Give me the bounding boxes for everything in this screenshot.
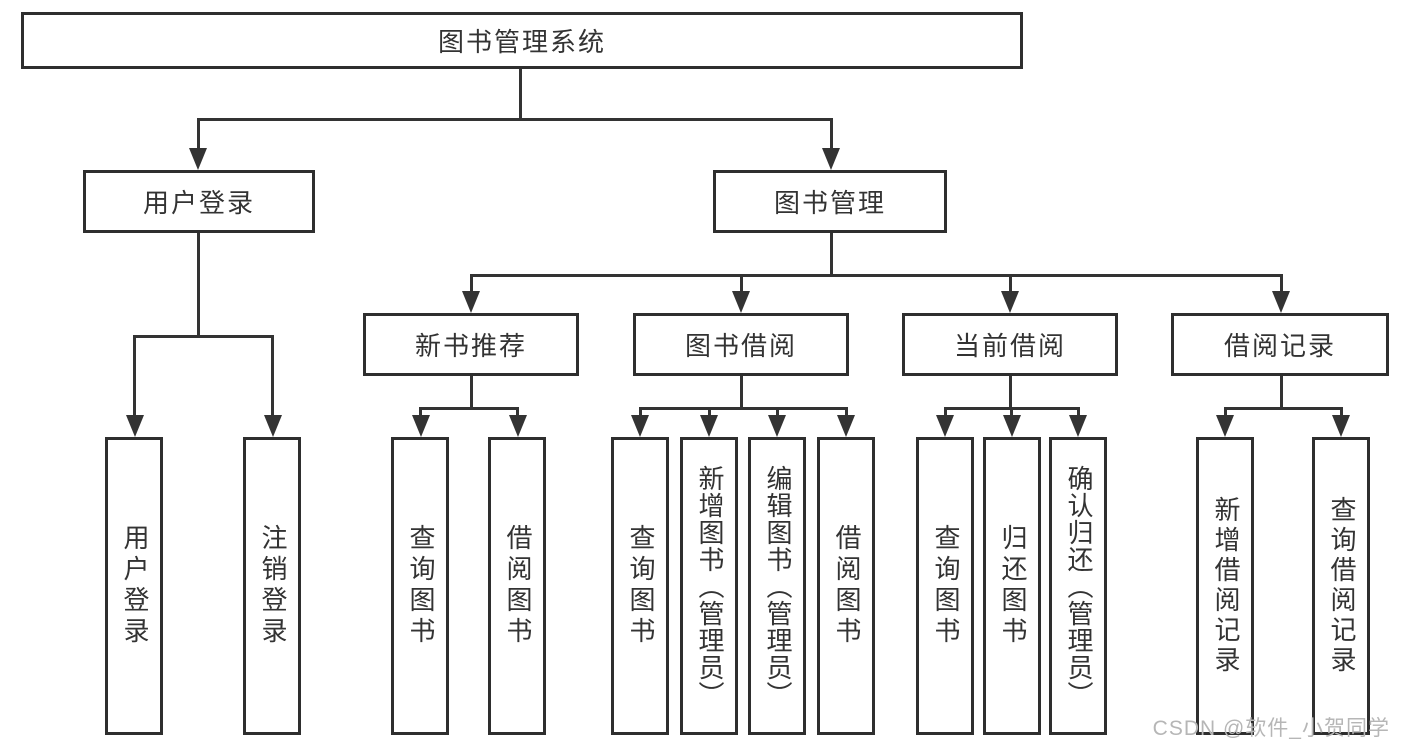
- node-new-book-rec: 新书推荐: [363, 313, 579, 376]
- arrow-down-icon: [837, 415, 855, 437]
- connector-stub-borrow-record: [1280, 274, 1283, 294]
- node-root-label: 图书管理系统: [437, 27, 606, 57]
- arrow-down-icon: [462, 291, 480, 313]
- leaf-nbr-borrow-books: 借阅图书: [488, 437, 546, 735]
- node-borrow-record-label: 借阅记录: [1223, 331, 1336, 361]
- connector-root-drop: [519, 69, 522, 121]
- leaf-bb-borrow-books: 借阅图书: [817, 437, 875, 735]
- node-borrow-record: 借阅记录: [1171, 313, 1389, 376]
- connector-stub: [1077, 407, 1080, 419]
- connector-stub: [845, 407, 848, 419]
- node-book-mgmt: 图书管理: [713, 170, 947, 233]
- arrow-down-icon: [1069, 415, 1087, 437]
- arrow-down-icon: [412, 415, 430, 437]
- arrow-down-icon: [700, 415, 718, 437]
- connector-nbr-spread: [419, 407, 519, 410]
- arrow-down-icon: [1272, 291, 1290, 313]
- connector-br-spread: [1224, 407, 1343, 410]
- node-new-book-rec-label: 新书推荐: [414, 331, 527, 361]
- node-book-borrow: 图书借阅: [633, 313, 849, 376]
- arrow-down-icon: [126, 415, 144, 437]
- leaf-cb-query-books: 查询图书: [916, 437, 974, 735]
- connector-stub: [776, 407, 779, 419]
- connector-stub-leaf-login: [133, 335, 136, 417]
- node-root: 图书管理系统: [21, 12, 1023, 69]
- connector-stub: [708, 407, 711, 419]
- arrow-down-icon: [1001, 291, 1019, 313]
- node-book-mgmt-label: 图书管理: [773, 188, 886, 218]
- connector-user-login-spread: [133, 335, 274, 338]
- connector-cb-drop: [1009, 376, 1012, 409]
- arrow-down-icon: [264, 415, 282, 437]
- arrow-down-icon: [732, 291, 750, 313]
- csdn-watermark: CSDN @软件_小贺同学: [1152, 717, 1390, 740]
- connector-stub-new-book-rec: [470, 274, 473, 294]
- arrow-down-icon: [1003, 415, 1021, 437]
- node-current-borrow: 当前借阅: [902, 313, 1118, 376]
- node-user-login: 用户登录: [83, 170, 315, 233]
- connector-bb-drop: [740, 376, 743, 409]
- connector-stub-current-borrow: [1009, 274, 1012, 294]
- node-current-borrow-label: 当前借阅: [953, 331, 1066, 361]
- arrow-down-icon: [1332, 415, 1350, 437]
- arrow-down-icon: [1216, 415, 1234, 437]
- leaf-user-login: 用户登录: [105, 437, 163, 735]
- arrow-down-icon: [936, 415, 954, 437]
- connector-stub: [419, 407, 422, 419]
- connector-stub-leaf-logout: [271, 335, 274, 417]
- connector-br-drop: [1280, 376, 1283, 409]
- leaf-br-query-record: 查询借阅记录: [1312, 437, 1370, 735]
- connector-stub-book-borrow: [740, 274, 743, 294]
- leaf-logout: 注销登录: [243, 437, 301, 735]
- connector-root-spread: [197, 118, 833, 121]
- arrow-down-icon: [189, 148, 207, 170]
- node-book-borrow-label: 图书借阅: [684, 331, 797, 361]
- arrow-down-icon: [822, 148, 840, 170]
- connector-stub: [639, 407, 642, 419]
- leaf-bb-add-books-admin: 新增图书（管理员）: [680, 437, 738, 735]
- arrow-down-icon: [509, 415, 527, 437]
- leaf-bb-query-books: 查询图书: [611, 437, 669, 735]
- leaf-br-add-record: 新增借阅记录: [1196, 437, 1254, 735]
- arrow-down-icon: [768, 415, 786, 437]
- connector-user-login-drop: [197, 233, 200, 337]
- leaf-nbr-query-books: 查询图书: [391, 437, 449, 735]
- node-user-login-label: 用户登录: [142, 188, 255, 218]
- connector-book-mgmt-drop: [830, 233, 833, 276]
- connector-book-mgmt-spread: [470, 274, 1283, 277]
- connector-nbr-drop: [470, 376, 473, 409]
- arrow-down-icon: [631, 415, 649, 437]
- connector-stub: [1340, 407, 1343, 419]
- connector-stub: [516, 407, 519, 419]
- leaf-cb-return-books: 归还图书: [983, 437, 1041, 735]
- connector-stub: [1010, 407, 1013, 419]
- connector-stub-user-login: [197, 118, 200, 150]
- connector-stub-book-mgmt: [830, 118, 833, 150]
- connector-bb-spread: [639, 407, 848, 410]
- leaf-bb-edit-books-admin: 编辑图书（管理员）: [748, 437, 806, 735]
- leaf-cb-confirm-return-admin: 确认归还（管理员）: [1049, 437, 1107, 735]
- connector-stub: [1224, 407, 1227, 419]
- connector-stub: [944, 407, 947, 419]
